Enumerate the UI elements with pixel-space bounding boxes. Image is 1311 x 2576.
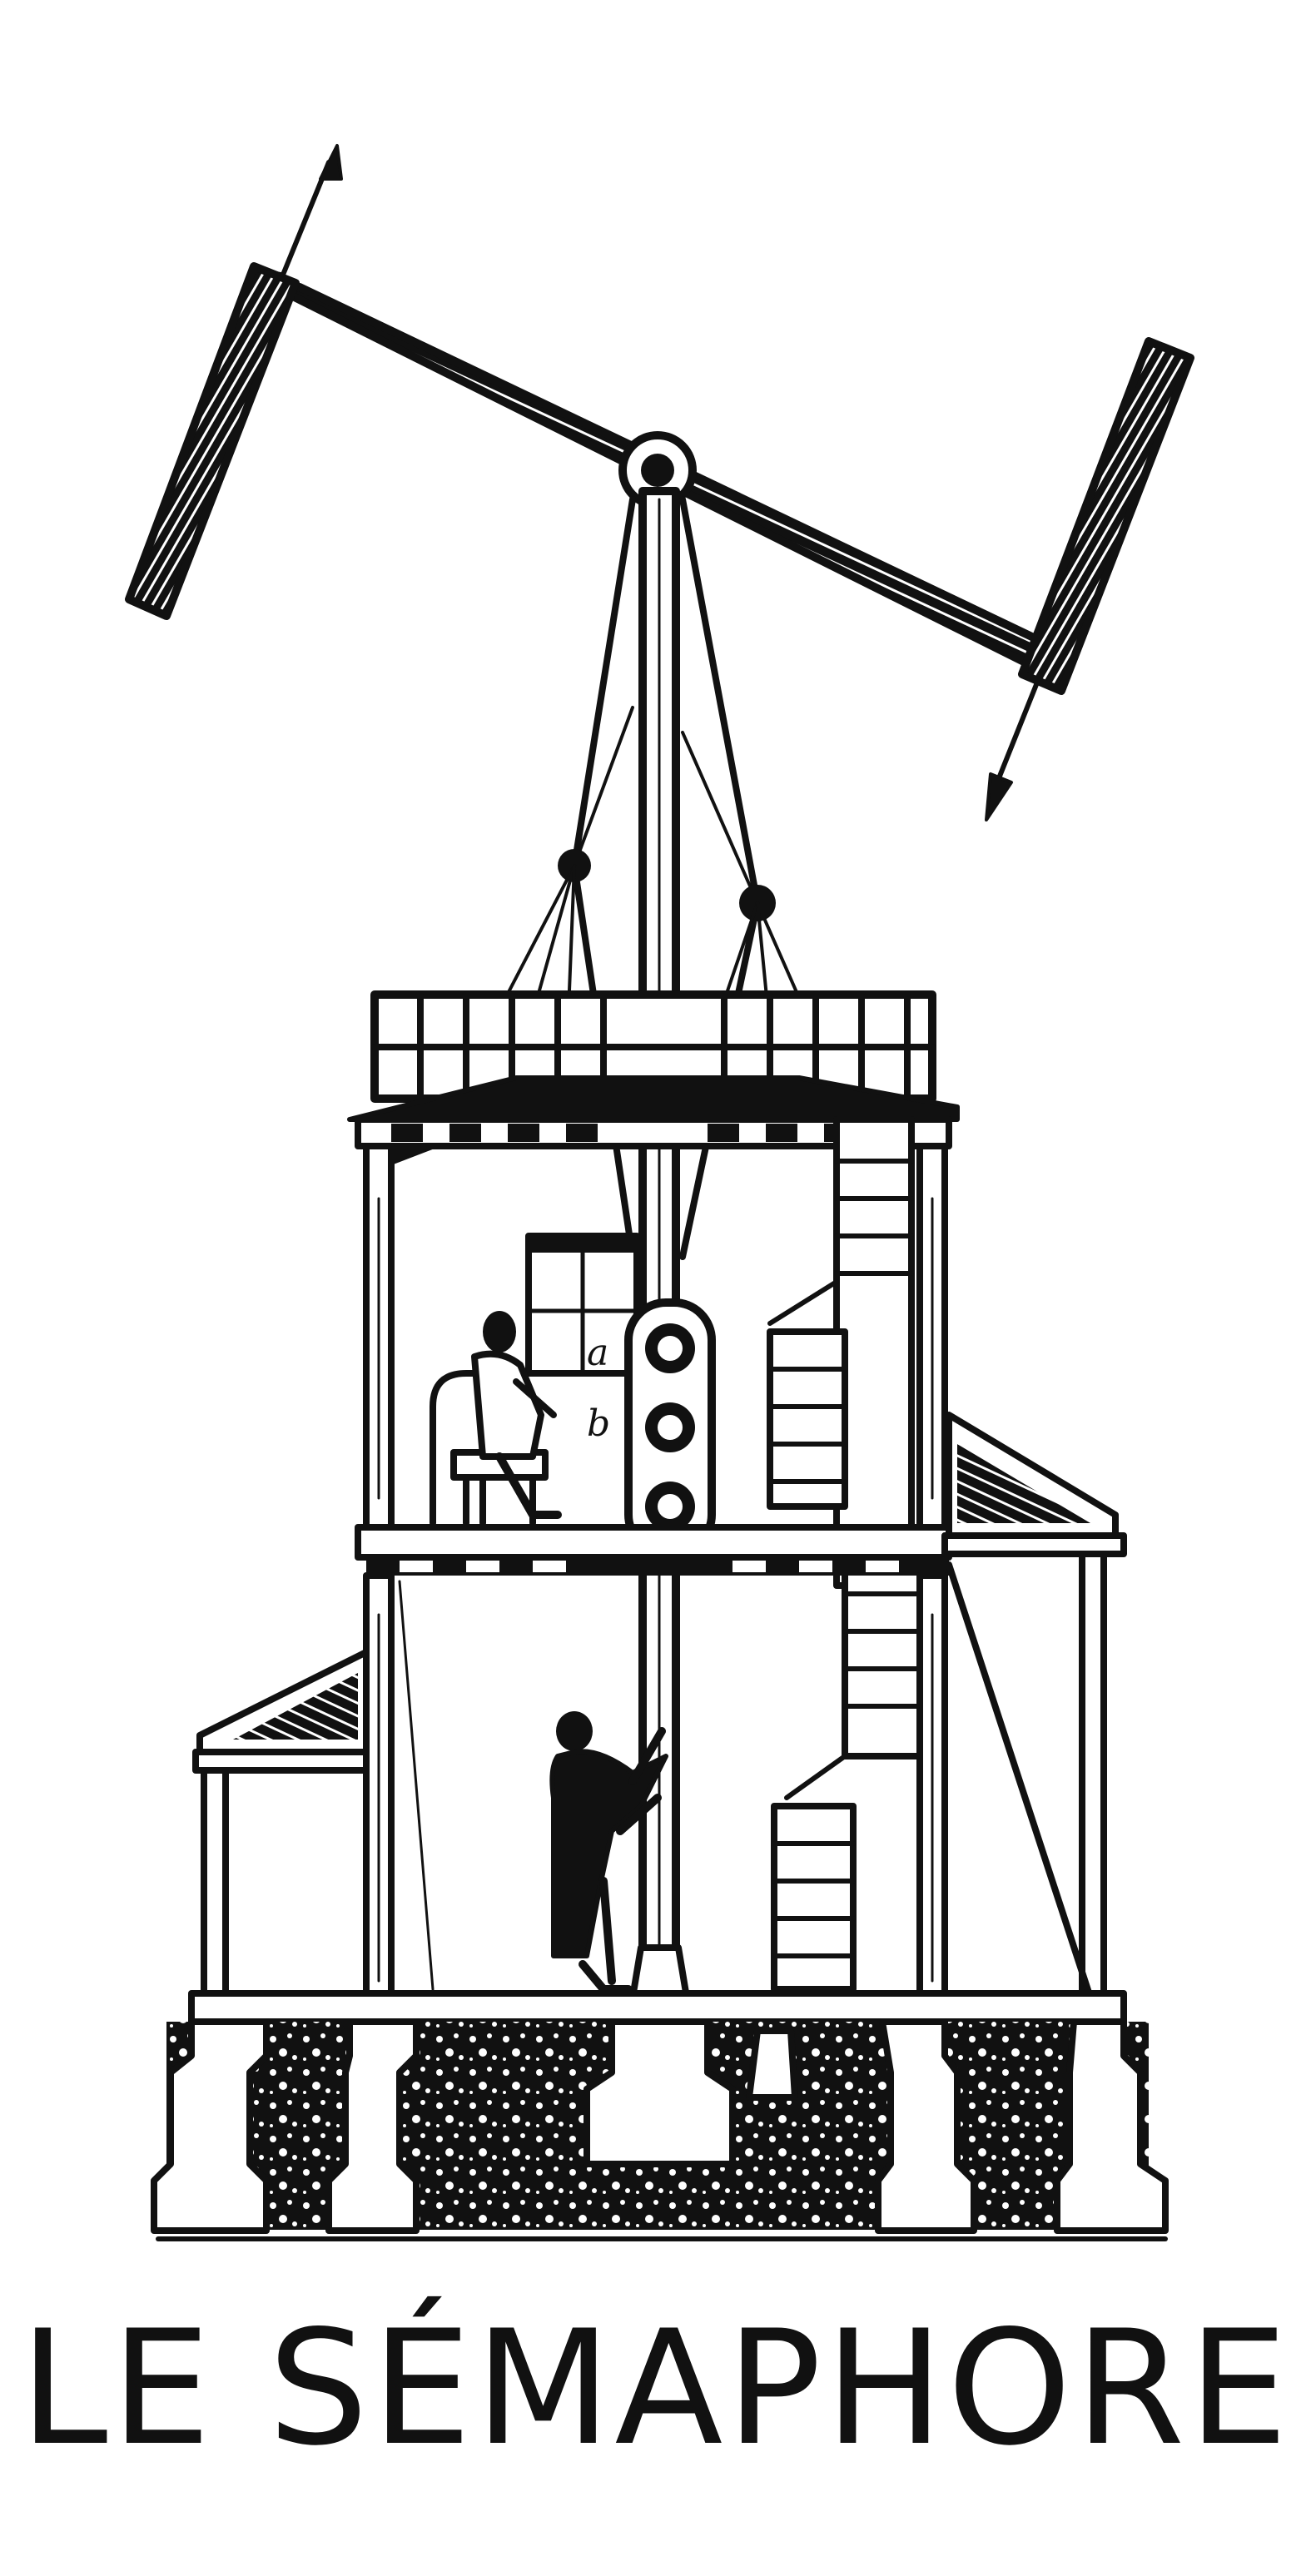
logo-title: LE SÉMAPHORE — [19, 2296, 1292, 2480]
lower-floor — [188, 1551, 1127, 2025]
signal-lamps — [624, 1298, 716, 1556]
signal-arm — [125, 144, 1194, 821]
standing-operator — [549, 1711, 668, 1993]
stone-foundation — [151, 2018, 1169, 2241]
seated-operator — [430, 1311, 562, 1526]
svg-text:b: b — [587, 1402, 610, 1445]
spiral-staircase — [767, 1116, 923, 1993]
rooftop-railing — [370, 990, 936, 1103]
svg-text:a: a — [587, 1332, 608, 1374]
middle-deck — [355, 1524, 952, 1576]
